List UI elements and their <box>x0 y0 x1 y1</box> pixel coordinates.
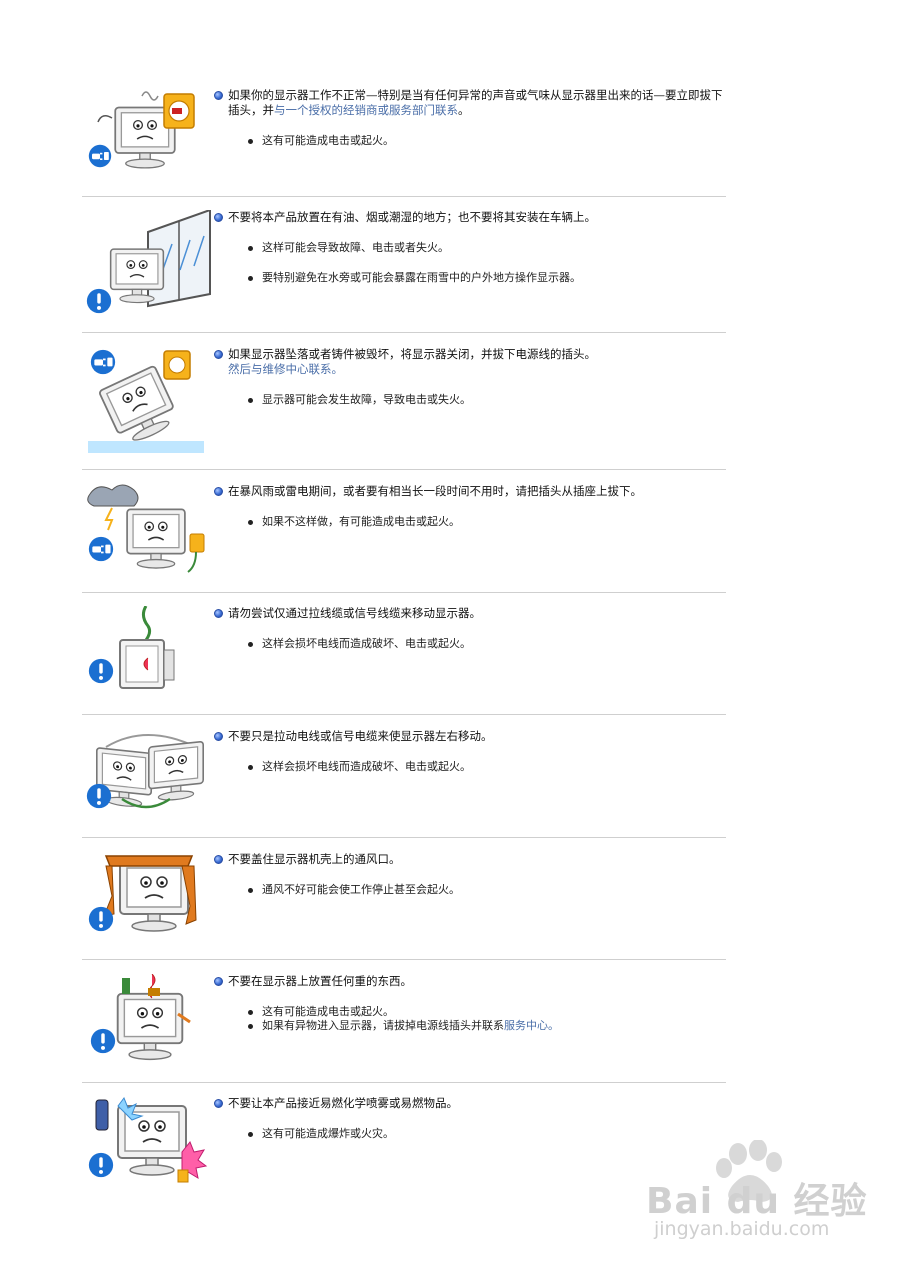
divider-8 <box>82 1082 726 1083</box>
section-7-bullet-1: 通风不好可能会使工作停止甚至会起火。 <box>248 883 726 897</box>
section-9-heading: 不要让本产品接近易燃化学喷雾或易燃物品。 <box>214 1096 726 1111</box>
section-9-illustration <box>88 1096 208 1183</box>
section-5-heading: 请勿尝试仅通过拉线缆或信号线缆来移动显示器。 <box>214 606 726 621</box>
baidu-watermark: Bai du 经验 jingyan.baidu.com <box>640 1139 870 1250</box>
section-8-bullet-2: 如果有异物进入显示器，请拔掉电源线插头并联系服务中心。 <box>248 1019 726 1033</box>
watermark-brand: Bai du 经验 <box>646 1181 868 1222</box>
section-4-heading: 在暴风雨或雷电期间，或者要有相当长一段时间不用时，请把插头从插座上拔下。 <box>214 484 726 499</box>
divider-6 <box>82 837 726 838</box>
bullet-orb-icon <box>214 609 223 618</box>
divider-2 <box>82 332 726 333</box>
bullet-orb-icon <box>214 977 223 986</box>
divider-3 <box>82 469 726 470</box>
warning-exclamation-icon <box>86 783 112 809</box>
warning-exclamation-icon <box>88 658 114 684</box>
section-1-heading: 如果你的显示器工作不正常—特别是当有任何异常的声音或气味从显示器里出来的话—要立… <box>214 88 726 118</box>
monitor-face-icon <box>126 508 186 569</box>
section-5-illustration <box>88 606 175 689</box>
monitor-face-icon <box>116 992 184 1061</box>
warning-exclamation-icon <box>88 906 114 932</box>
bullet-orb-icon <box>214 350 223 359</box>
monitor-face-icon <box>119 861 189 932</box>
divider-5 <box>82 714 726 715</box>
unplug-icon <box>90 349 116 375</box>
section-3-bullet-1: 显示器可能会发生故障，导致电击或失火。 <box>248 393 726 407</box>
bullet-orb-icon <box>214 91 223 100</box>
warning-exclamation-icon <box>88 1152 114 1178</box>
section-7-heading: 不要盖住显示器机壳上的通风口。 <box>214 852 726 867</box>
section-6-bullet-1: 这样会损坏电线而造成破坏、电击或起火。 <box>248 760 726 774</box>
section-4-bullet-1: 如果不这样做，有可能造成电击或起火。 <box>248 515 726 529</box>
dealer-contact-link[interactable]: 与一个授权的经销商或服务部门联系 <box>274 103 458 117</box>
warning-exclamation-icon <box>90 1028 116 1054</box>
bullet-orb-icon <box>214 213 223 222</box>
unplug-icon <box>88 144 112 168</box>
section-6-illustration <box>86 734 205 810</box>
bullet-orb-icon <box>214 855 223 864</box>
section-9-bullet-1: 这有可能造成爆炸或火灾。 <box>248 1127 726 1141</box>
bullet-orb-icon <box>214 487 223 496</box>
section-3-illustration <box>88 349 204 453</box>
section-1-bullet-1: 这有可能造成电击或起火。 <box>248 134 726 148</box>
section-5-bullet-1: 这样会损坏电线而造成破坏、电击或起火。 <box>248 637 726 651</box>
section-2-illustration <box>86 210 211 314</box>
bullet-orb-icon <box>214 1099 223 1108</box>
service-center-link[interactable]: 然后与维修中心联系。 <box>228 362 343 376</box>
service-center-link-2[interactable]: 服务中心。 <box>504 1019 559 1032</box>
section-6-heading: 不要只是拉动电线或信号电缆来使显示器左右移动。 <box>214 729 726 744</box>
section-8-heading: 不要在显示器上放置任何重的东西。 <box>214 974 726 989</box>
section-4-illustration <box>87 484 205 573</box>
section-2-heading: 不要将本产品放置在有油、烟或潮湿的地方；也不要将其安装在车辆上。 <box>214 210 726 225</box>
monitor-face-icon <box>147 740 205 804</box>
section-2-bullet-1: 这样可能会导致故障、电击或者失火。 <box>248 241 726 255</box>
section-8-illustration <box>90 974 191 1061</box>
divider-1 <box>82 196 726 197</box>
divider-4 <box>82 592 726 593</box>
section-1-illustration <box>88 91 195 169</box>
bullet-orb-icon <box>214 732 223 741</box>
warning-exclamation-icon <box>86 288 112 314</box>
section-3-heading: 如果显示器坠落或者铸件被毁坏，将显示器关闭，并拔下电源线的插头。然后与维修中心联… <box>214 347 726 377</box>
baidu-paw-logo <box>716 1139 782 1202</box>
section-8-bullet-1: 这有可能造成电击或起火。 <box>248 1005 726 1019</box>
watermark-url: jingyan.baidu.com <box>654 1218 830 1240</box>
section-7-illustration <box>88 855 197 932</box>
section-2-bullet-2: 要特别避免在水旁或可能会暴露在雨雪中的户外地方操作显示器。 <box>248 271 726 285</box>
unplug-icon <box>88 536 114 562</box>
divider-7 <box>82 959 726 960</box>
